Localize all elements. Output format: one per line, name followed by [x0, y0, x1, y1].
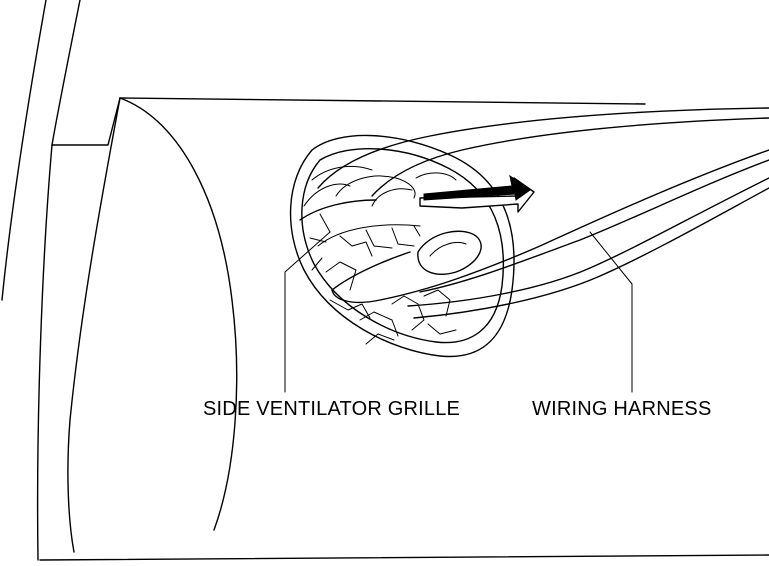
side-ventilator-grille — [289, 134, 515, 358]
wiring-harness-label: WIRING HARNESS — [532, 398, 712, 420]
wiring-harness — [299, 107, 769, 319]
leader-line-side-ventilator-grille — [284, 231, 331, 393]
pull-direction-arrow-icon — [419, 174, 535, 213]
leader-line-wiring-harness — [589, 231, 633, 393]
side-ventilator-grille-label: SIDE VENTILATOR GRILLE — [203, 398, 461, 420]
